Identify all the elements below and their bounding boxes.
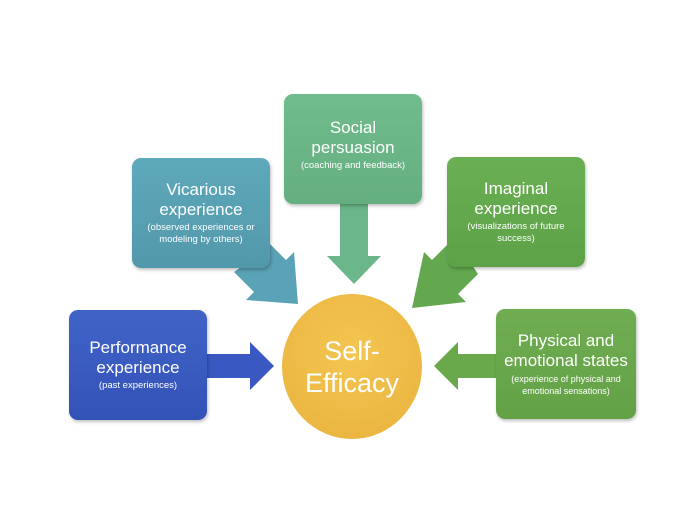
performance-experience-box: Performance experience (past experiences… (69, 310, 207, 420)
box-subtitle: (experience of physical and emotional se… (511, 374, 621, 396)
physical-emotional-states-box: Physical and emotional states (experienc… (496, 309, 636, 419)
arrow-social (327, 200, 381, 284)
box-title: Vicarious experience (159, 180, 243, 219)
arrow-performance (205, 342, 274, 390)
box-subtitle: (observed experiences or modeling by oth… (147, 222, 255, 245)
arrow-physical (434, 342, 500, 390)
self-efficacy-circle: Self- Efficacy (282, 294, 422, 439)
center-line1: Self- (324, 335, 380, 366)
box-title: Social persuasion (311, 118, 395, 157)
center-line2: Efficacy (304, 367, 400, 398)
arrow-vicarious (234, 242, 298, 304)
social-persuasion-box: Social persuasion (coaching and feedback… (284, 94, 422, 204)
box-title: Performance experience (89, 338, 187, 377)
box-title: Physical and emotional states (504, 331, 628, 370)
box-title: Imaginal experience (474, 179, 558, 218)
box-subtitle: (past experiences) (98, 380, 178, 391)
box-subtitle: (visualizations of future success) (467, 221, 565, 244)
box-subtitle: (coaching and feedback) (300, 160, 406, 171)
vicarious-experience-box: Vicarious experience (observed experienc… (132, 158, 270, 268)
imaginal-experience-box: Imaginal experience (visualizations of f… (447, 157, 585, 267)
